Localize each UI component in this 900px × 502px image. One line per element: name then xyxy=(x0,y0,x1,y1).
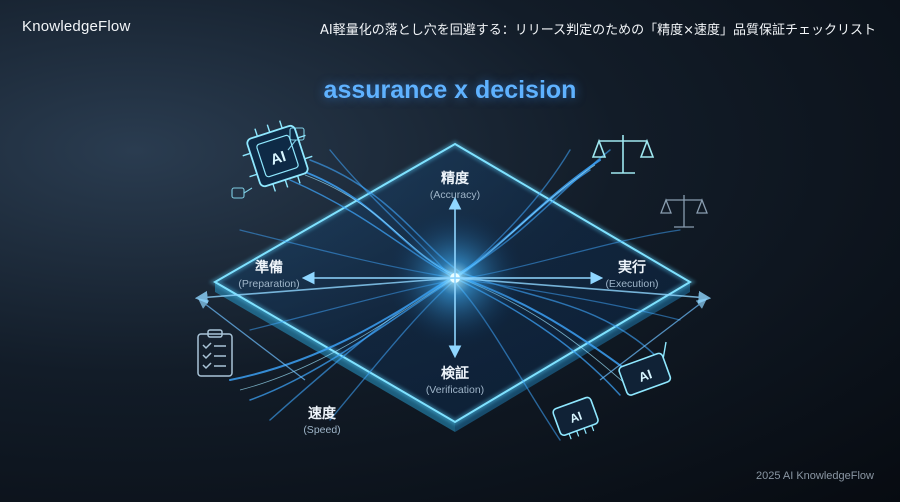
circuit-node-icons xyxy=(231,127,305,199)
outer-arrows xyxy=(197,298,708,381)
ai-chip-bottom-icon: AI xyxy=(552,396,599,440)
svg-text:AI: AI xyxy=(568,409,584,426)
axis-label-execution: 実行 (Execution) xyxy=(605,260,659,290)
slide-title: AI軽量化の落とし穴を回避する：リリース判定のための「精度×速度」品質保証チェッ… xyxy=(320,23,876,38)
ai-chip-icon: AI xyxy=(242,120,313,192)
headline: assurance x decision xyxy=(323,76,577,104)
axis-label-accuracy: 精度 (Accuracy) xyxy=(429,171,481,201)
axis-label-verification: 検証 (Verification) xyxy=(425,366,485,396)
axis-label-speed: 速度 (Speed) xyxy=(303,406,341,436)
checklist-icon xyxy=(197,329,233,377)
chip-label: AI xyxy=(269,148,289,169)
svg-text:AI: AI xyxy=(637,366,654,385)
balance-scale-icon xyxy=(591,135,655,174)
ai-device-icon: AI xyxy=(618,341,672,396)
footer-copyright: 2025 AI KnowledgeFlow xyxy=(755,470,874,482)
axis-label-preparation: 準備 (Preparation) xyxy=(238,260,300,290)
axes xyxy=(194,196,712,359)
brand-logo: KnowledgeFlow xyxy=(22,18,131,35)
balance-scale-small-icon xyxy=(660,195,708,228)
